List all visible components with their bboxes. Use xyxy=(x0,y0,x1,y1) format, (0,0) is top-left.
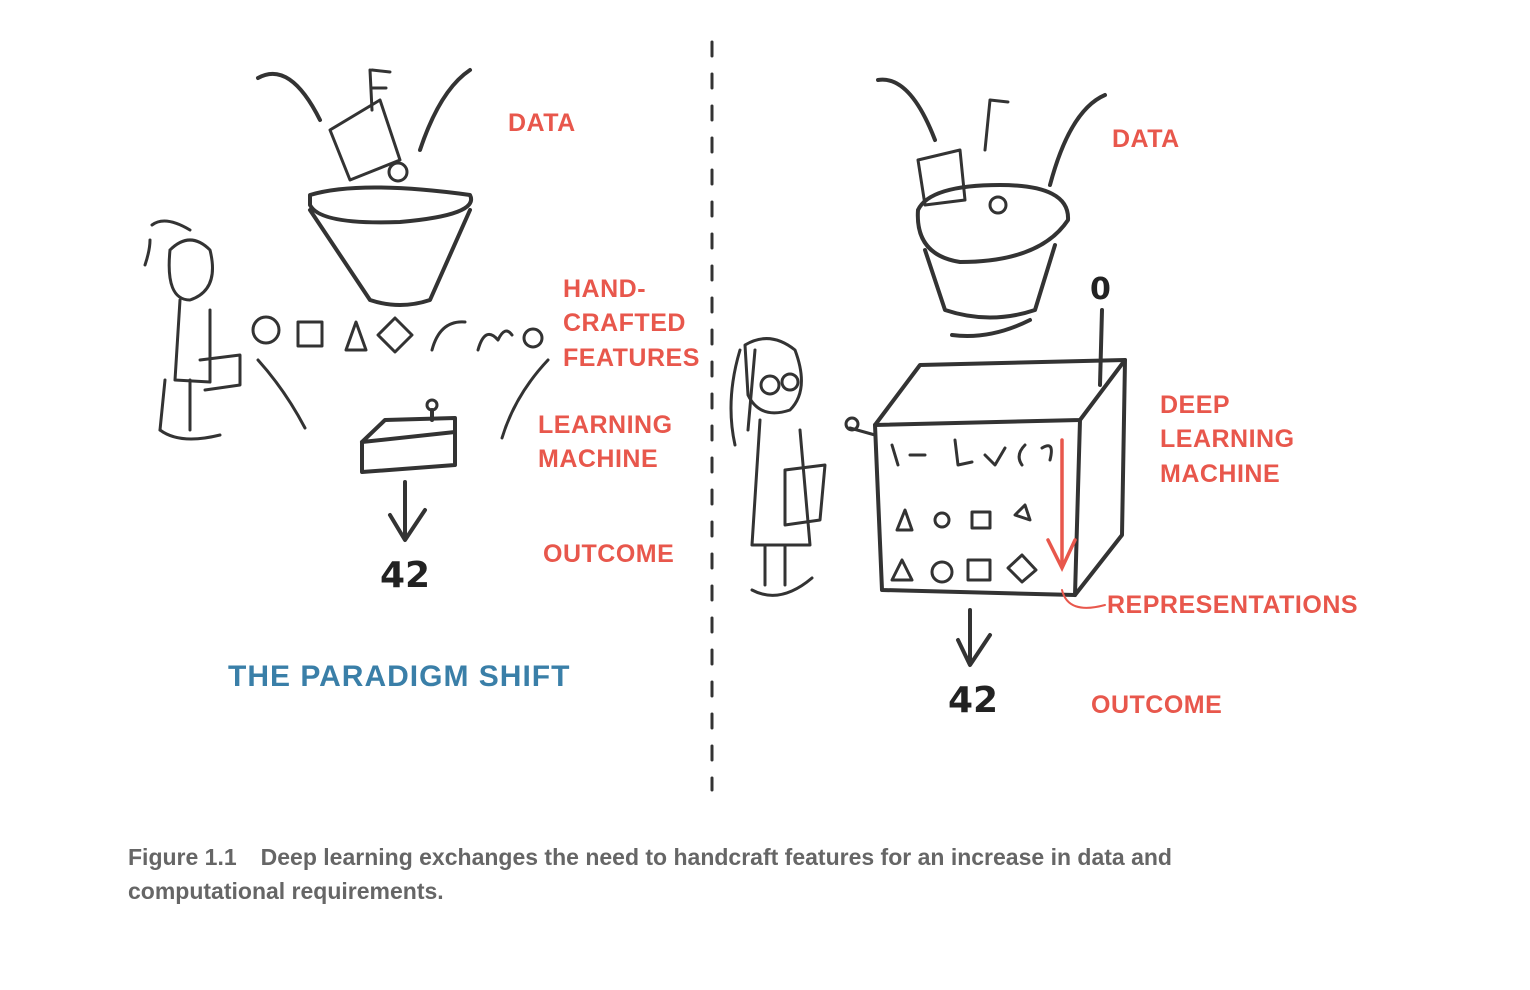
figure-title: THE PARADIGM SHIFT xyxy=(228,660,571,693)
deep-machine-label-line-3: MACHINE xyxy=(1160,460,1281,488)
right-outcome-value: 42 xyxy=(948,680,999,721)
left-person-figure xyxy=(143,219,242,441)
left-data-funnel xyxy=(256,68,474,307)
right-data-funnel xyxy=(876,77,1107,338)
features-label-line-3: FEATURES xyxy=(563,344,700,372)
features-label-line-2: CRAFTED xyxy=(563,309,686,337)
left-machine-label-line-2: MACHINE xyxy=(538,445,659,473)
right-outcome-label: OUTCOME xyxy=(1091,691,1223,719)
deep-machine-label-line-1: DEEP xyxy=(1160,391,1231,419)
deep-machine-label-line-2: LEARNING xyxy=(1160,425,1295,453)
left-learning-machine xyxy=(360,398,457,542)
left-outcome-label: OUTCOME xyxy=(543,540,675,568)
figure-number: Figure 1.1 xyxy=(128,844,237,870)
antenna-value: 0 xyxy=(1090,272,1111,307)
deep-learning-machine xyxy=(844,308,1127,667)
left-machine-label-line-1: LEARNING xyxy=(538,411,673,439)
representations-arrow xyxy=(1046,438,1106,609)
left-outcome-value: 42 xyxy=(380,555,431,596)
representations-label: REPRESENTATIONS xyxy=(1107,591,1359,619)
handcrafted-features-row xyxy=(251,315,550,440)
caption-text: Deep learning exchanges the need to hand… xyxy=(128,844,1172,904)
left-data-label: DATA xyxy=(508,109,576,137)
right-data-label: DATA xyxy=(1112,125,1180,153)
features-label-line-1: HAND- xyxy=(563,275,647,303)
right-person-figure xyxy=(729,337,827,597)
